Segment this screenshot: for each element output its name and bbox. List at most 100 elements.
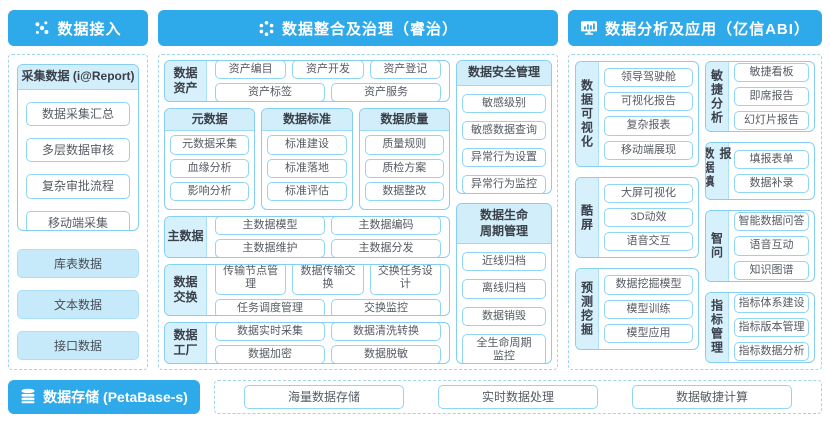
- panel-title: 采集数据 (i@Report): [18, 65, 138, 90]
- module-chip[interactable]: 主数据维护: [215, 238, 325, 257]
- group-label: 数据 交换: [165, 264, 207, 316]
- module-chip[interactable]: 标准评估: [267, 181, 347, 202]
- module-chip[interactable]: 即席报告: [734, 87, 809, 107]
- module-chip[interactable]: 数据挖掘模型: [604, 275, 693, 295]
- module-chip[interactable]: 数据加密: [215, 345, 325, 364]
- module-chip[interactable]: 可视化报告: [604, 92, 693, 112]
- module-chip[interactable]: 全生命周期 监控: [462, 333, 546, 364]
- module-chip[interactable]: 3D动效: [604, 207, 693, 228]
- group-data-assets: 数据 资产 资产编目资产开发资产登记资产标签资产服务: [164, 60, 450, 102]
- module-chip[interactable]: 血缘分析: [170, 158, 250, 178]
- group-label: 数据可视化: [576, 62, 599, 166]
- section-title: 数据存储 (PetaBase-s): [43, 389, 188, 405]
- storage-button-agile-computing[interactable]: 数据敏捷计算: [632, 384, 792, 410]
- module-chip[interactable]: 资产标签: [215, 82, 325, 101]
- source-button-interface[interactable]: 接口数据: [17, 331, 139, 360]
- module-chip[interactable]: 质检方案: [364, 158, 444, 178]
- module-chip[interactable]: 敏感级别: [462, 93, 546, 113]
- module-chip[interactable]: 指标版本管理: [734, 317, 809, 337]
- module-chip[interactable]: 数据销毁: [462, 306, 546, 326]
- module-chip[interactable]: 任务调度管理: [215, 298, 325, 316]
- panel-data-standards: 数据标准 标准建设标准落地标准评估: [261, 107, 353, 211]
- module-chip[interactable]: 知识图谱: [734, 260, 809, 280]
- module-chip[interactable]: 复杂报表: [604, 116, 693, 136]
- panel-collect-data: 采集数据 (i@Report) 数据采集汇总多层数据审核复杂审批流程移动端采集: [17, 64, 139, 231]
- group-indicator-management: 指标管理 指标体系建设指标版本管理指标数据分析: [705, 291, 815, 363]
- data-access-container: 采集数据 (i@Report) 数据采集汇总多层数据审核复杂审批流程移动端采集 …: [8, 54, 148, 370]
- module-chip[interactable]: 大屏可视化: [604, 183, 693, 203]
- panel-body: 标准建设标准落地标准评估: [262, 131, 351, 209]
- panel-body: 质量规则质检方案数据整改: [360, 131, 449, 209]
- governance-main: 数据 资产 资产编目资产开发资产登记资产标签资产服务 元数据 元数据采集血缘分析…: [164, 60, 450, 365]
- module-chip[interactable]: 主数据模型: [215, 217, 325, 235]
- module-chip[interactable]: 智能数据问答: [734, 212, 809, 232]
- panel-body: 近线归档离线归档数据销毁全生命周期 监控: [457, 244, 551, 364]
- governance-container: 数据 资产 资产编目资产开发资产登记资产标签资产服务 元数据 元数据采集血缘分析…: [158, 54, 558, 370]
- group-body: 指标体系建设指标版本管理指标数据分析: [729, 293, 814, 362]
- group-label: 指标管理: [706, 292, 729, 362]
- module-chip[interactable]: 交换任务设计: [369, 264, 441, 295]
- module-chip[interactable]: 敏捷看板: [734, 62, 809, 83]
- module-chip[interactable]: 语音互动: [734, 236, 809, 256]
- module-chip[interactable]: 数据实时采集: [215, 323, 325, 342]
- group-data-exchange: 数据 交换 传输节点管理数据传输交换交换任务设计任务调度管理交换监控: [164, 263, 450, 317]
- module-chip[interactable]: 标准建设: [267, 135, 347, 155]
- module-chip[interactable]: 数据传输交换: [292, 264, 364, 295]
- module-chip[interactable]: 交换监控: [331, 298, 441, 316]
- module-chip[interactable]: 标准落地: [267, 158, 347, 178]
- module-chip[interactable]: 指标体系建设: [734, 293, 809, 313]
- module-chip[interactable]: 传输节点管理: [215, 264, 287, 295]
- source-button-db-table[interactable]: 库表数据: [17, 249, 139, 278]
- module-chip[interactable]: 离线归档: [462, 279, 546, 299]
- source-button-text[interactable]: 文本数据: [17, 290, 139, 319]
- module-chip[interactable]: 移动端采集: [26, 210, 130, 230]
- module-chip[interactable]: 数据采集汇总: [26, 101, 130, 126]
- module-chip[interactable]: 领导驾驶舱: [604, 68, 693, 88]
- module-chip[interactable]: 指标数据分析: [734, 341, 809, 362]
- module-chip[interactable]: 敏感数据查询: [462, 120, 546, 140]
- module-chip[interactable]: 幻灯片报告: [734, 111, 809, 131]
- module-chip[interactable]: 主数据分发: [331, 238, 441, 257]
- group-data-factory: 数据 工厂 数据实时采集数据清洗转换数据加密数据脱敏: [164, 322, 450, 365]
- analysis-right-column: 敏捷分析 敏捷看板即席报告幻灯片报告 数据填报 填报表单数据补录 智问 智能数据…: [705, 61, 815, 363]
- group-body: 领导驾驶舱可视化报告复杂报表移动端展现: [599, 62, 698, 166]
- module-chip[interactable]: 模型训练: [604, 299, 693, 319]
- module-chip[interactable]: 复杂审批流程: [26, 174, 130, 199]
- module-chip[interactable]: 移动端展现: [604, 140, 693, 160]
- network-dots-icon: [34, 20, 50, 36]
- module-chip[interactable]: 资产开发: [292, 60, 364, 79]
- module-chip[interactable]: 资产编目: [215, 60, 287, 79]
- module-chip[interactable]: 近线归档: [462, 252, 546, 272]
- top-sections: 数据接入 采集数据 (i@Report) 数据采集汇总多层数据审核复杂审批流程移…: [8, 10, 822, 370]
- group-data-filling: 数据填报 填报表单数据补录: [705, 142, 815, 201]
- module-chip[interactable]: 多层数据审核: [26, 137, 130, 163]
- module-chip[interactable]: 数据清洗转换: [331, 323, 441, 342]
- group-master-data: 主数据 主数据模型主数据编码主数据维护主数据分发: [164, 216, 450, 258]
- section-data-analysis: 数据分析及应用（亿信ABI） 数据可视化 领导驾驶舱可视化报告复杂报表移动端展现…: [568, 10, 822, 370]
- module-chip[interactable]: 质量规则: [364, 135, 444, 155]
- module-chip[interactable]: 数据脱敏: [331, 345, 441, 364]
- group-predictive-mining: 预测挖掘 数据挖掘模型模型训练模型应用: [575, 268, 699, 350]
- module-chip[interactable]: 数据补录: [734, 173, 809, 193]
- module-chip[interactable]: 数据整改: [364, 181, 444, 202]
- module-chip[interactable]: 语音交互: [604, 232, 693, 252]
- module-chip[interactable]: 填报表单: [734, 149, 809, 169]
- panel-metadata: 元数据 元数据采集血缘分析影响分析: [164, 107, 256, 211]
- group-body: 数据挖掘模型模型训练模型应用: [599, 269, 698, 349]
- module-chip[interactable]: 异常行为监控: [462, 175, 546, 194]
- monitor-chart-icon: [580, 20, 598, 36]
- module-chip[interactable]: 资产登记: [369, 60, 441, 79]
- module-chip[interactable]: 资产服务: [331, 82, 441, 101]
- module-chip[interactable]: 模型应用: [604, 323, 693, 343]
- storage-button-mass-storage[interactable]: 海量数据存储: [244, 384, 404, 410]
- group-data-visualization: 数据可视化 领导驾驶舱可视化报告复杂报表移动端展现: [575, 61, 699, 167]
- panel-title: 数据标准: [262, 108, 352, 132]
- module-chip[interactable]: 主数据编码: [331, 217, 441, 235]
- storage-button-realtime-processing[interactable]: 实时数据处理: [438, 384, 598, 410]
- panel-title: 数据质量: [359, 108, 449, 132]
- module-chip[interactable]: 异常行为设置: [462, 147, 546, 168]
- module-chip[interactable]: 元数据采集: [170, 135, 250, 155]
- module-chip[interactable]: 影响分析: [170, 181, 250, 202]
